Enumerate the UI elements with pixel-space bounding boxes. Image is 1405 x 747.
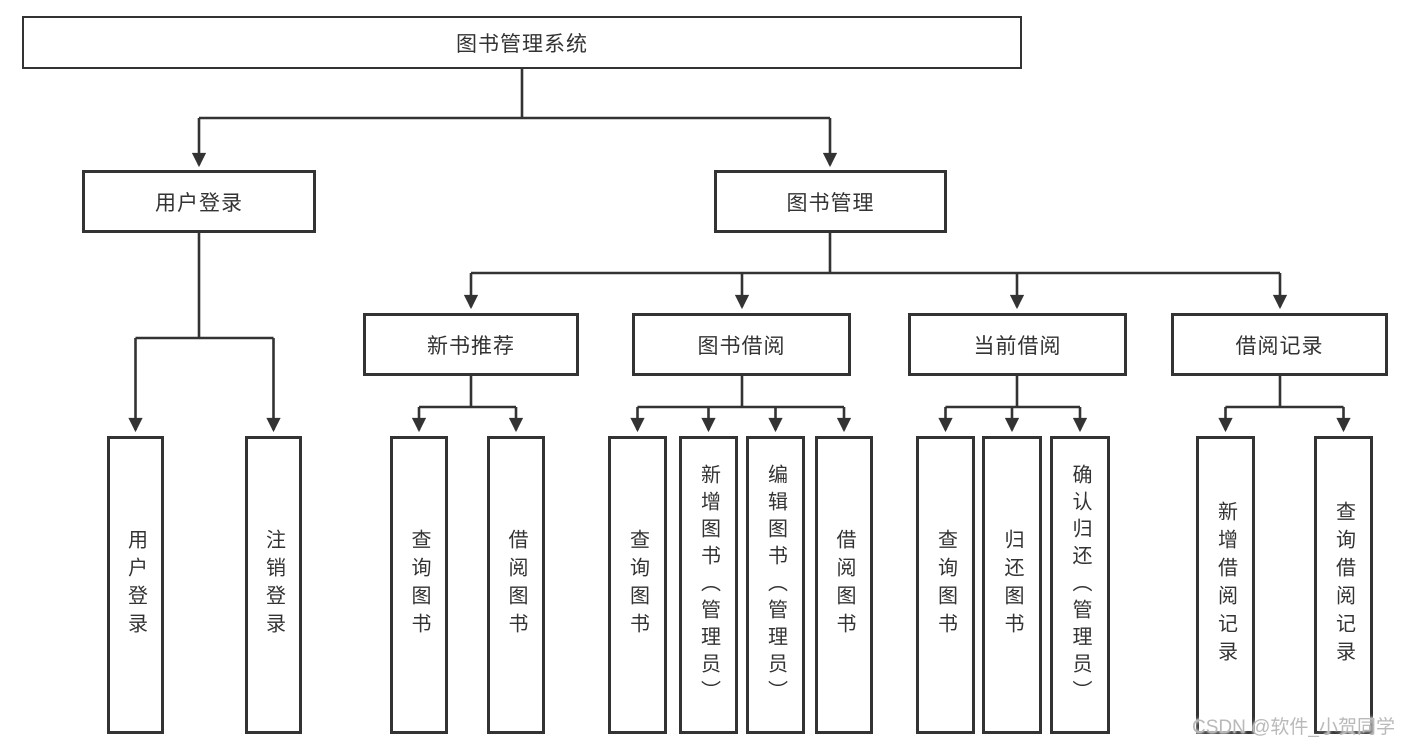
node-leaf-borrowing-query-books-label: 查询图书 [626,529,649,641]
node-book-borrowing: 图书借阅 [632,313,851,376]
node-leaf-recommend-borrow-books-label: 借阅图书 [505,529,527,641]
edge-book-borrowing-to-leaves [630,376,852,433]
node-root-system-label: 图书管理系统 [456,32,588,56]
node-leaf-borrowing-edit-books: 编辑图书（管理员） [746,436,805,734]
node-book-management-branch: 图书管理 [714,170,947,233]
node-leaf-borrowing-borrow-books-label: 借阅图书 [833,529,855,641]
node-leaf-logout: 注销登录 [245,436,302,734]
node-leaf-records-add-record: 新增借阅记录 [1196,436,1255,734]
node-borrowing-records: 借阅记录 [1171,313,1388,376]
node-leaf-current-query-books: 查询图书 [916,436,975,734]
watermark: CSDN @软件_小贺同学 [1192,717,1395,738]
node-leaf-borrowing-edit-books-label: 编辑图书（管理员） [764,463,787,707]
node-book-management-branch-label: 图书管理 [786,191,875,215]
node-leaf-user-login: 用户登录 [107,436,164,734]
node-leaf-borrowing-borrow-books: 借阅图书 [815,436,873,734]
node-leaf-current-confirm-return-label: 确认归还（管理员） [1069,463,1091,707]
edge-current-borrowing-to-leaves [938,376,1088,433]
edge-book-management-to-level3 [463,233,1288,310]
node-root-system: 图书管理系统 [22,16,1022,69]
node-leaf-current-query-books-label: 查询图书 [934,529,957,641]
node-leaf-borrowing-add-books-label: 新增图书（管理员） [697,463,720,707]
node-leaf-current-confirm-return: 确认归还（管理员） [1050,436,1110,734]
node-new-book-recommend-label: 新书推荐 [427,334,515,358]
node-leaf-recommend-query-books-label: 查询图书 [408,529,430,641]
node-user-login-branch-label: 用户登录 [155,191,243,215]
node-leaf-borrowing-add-books: 新增图书（管理员） [679,436,738,734]
node-leaf-logout-label: 注销登录 [262,529,285,641]
node-leaf-recommend-borrow-books: 借阅图书 [487,436,545,734]
node-leaf-user-login-label: 用户登录 [124,529,147,641]
edge-new-book-recommend-to-leaves [411,376,524,433]
node-leaf-current-return-books: 归还图书 [982,436,1042,734]
edge-root-to-level2 [191,69,838,168]
node-current-borrowing-label: 当前借阅 [973,334,1062,358]
node-leaf-records-add-record-label: 新增借阅记录 [1214,501,1237,669]
node-leaf-records-query-record: 查询借阅记录 [1314,436,1373,734]
node-user-login-branch: 用户登录 [82,170,316,233]
node-leaf-recommend-query-books: 查询图书 [390,436,448,734]
node-leaf-current-return-books-label: 归还图书 [1001,529,1023,641]
node-new-book-recommend: 新书推荐 [363,313,579,376]
edge-user-login-to-leaves [128,233,281,433]
node-book-borrowing-label: 图书借阅 [697,334,786,358]
node-current-borrowing: 当前借阅 [908,313,1127,376]
node-borrowing-records-label: 借阅记录 [1235,334,1324,358]
node-leaf-borrowing-query-books: 查询图书 [608,436,667,734]
edge-borrowing-records-to-leaves [1218,376,1351,433]
node-leaf-records-query-record-label: 查询借阅记录 [1332,501,1355,669]
